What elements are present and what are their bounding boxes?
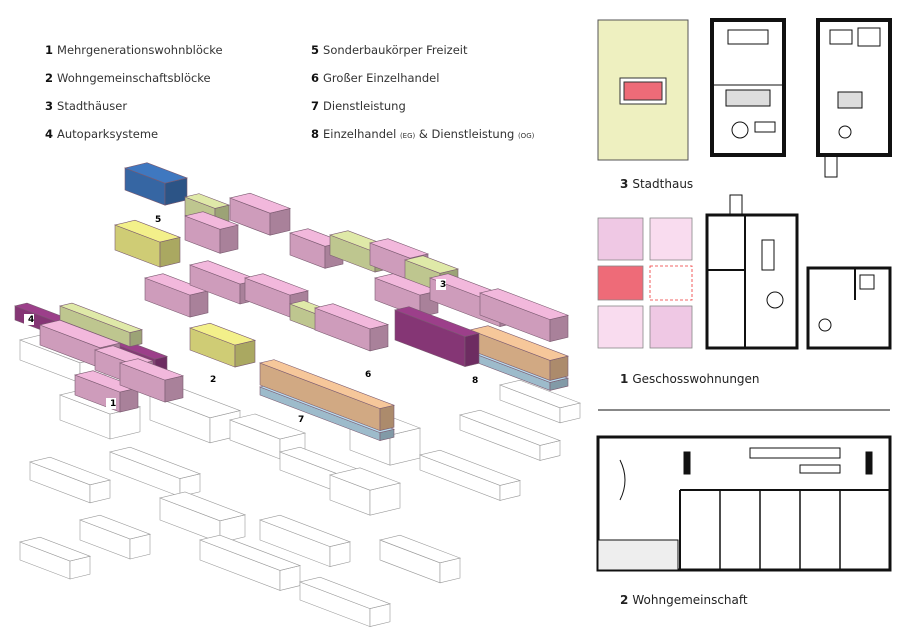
marker-bg <box>468 375 478 386</box>
context-building-top <box>328 467 402 491</box>
block-1-top <box>313 303 390 330</box>
stadthaus-floor-plan-1 <box>710 18 786 157</box>
context-building-top <box>258 514 352 547</box>
marker-bg <box>106 398 116 409</box>
block-marker-8: 8 <box>472 376 478 386</box>
block-4-top <box>393 306 481 337</box>
block-1-top <box>243 273 310 296</box>
block-1-top <box>228 192 292 214</box>
context-building-top <box>418 449 522 486</box>
block-3-row-top <box>58 302 144 333</box>
geschoss-floor-plan-1 <box>705 194 799 350</box>
block-marker-6: 6 <box>365 370 371 380</box>
context-building-top <box>198 534 302 571</box>
block-5-top <box>123 162 189 184</box>
block-6-top <box>258 359 396 409</box>
axonometric-blocks <box>13 162 570 442</box>
marker-bg <box>206 374 216 385</box>
marker-bg <box>361 369 371 380</box>
block-2-top <box>113 219 182 243</box>
block-2-side <box>159 236 181 268</box>
marker-bg <box>436 279 446 290</box>
marker-bg <box>294 414 304 425</box>
block-1-top <box>183 211 240 230</box>
context-building-top <box>158 491 247 522</box>
stadthaus-site-plan <box>597 19 689 161</box>
wg-floor-plan <box>596 409 892 572</box>
block-1-top <box>118 358 185 381</box>
block-marker-5: 5 <box>155 215 161 225</box>
context-building-top <box>298 576 392 609</box>
marker-bg <box>151 214 161 225</box>
block-marker-3: 3 <box>440 280 446 290</box>
block-1-top <box>478 288 570 320</box>
stadthaus-footprint <box>623 81 663 101</box>
context-building-top <box>228 413 307 440</box>
block-1-side <box>219 224 239 254</box>
context-building-top <box>458 409 562 446</box>
block-marker-7: 7 <box>298 415 304 425</box>
geschoss-site-plan <box>597 217 693 349</box>
block-marker-2: 2 <box>210 375 216 385</box>
context-building-top <box>378 534 462 564</box>
block-1-top <box>38 319 122 349</box>
marker-bg <box>24 314 34 325</box>
context-buildings <box>18 333 582 628</box>
stadthaus-floor-plan-2 <box>816 18 892 178</box>
block-1-top <box>368 238 430 259</box>
block-3-row-top <box>183 193 231 209</box>
block-marker-4: 4 <box>28 315 34 325</box>
block-8-top <box>468 325 570 361</box>
context-building-top <box>18 536 92 562</box>
block-2-top <box>188 322 257 346</box>
geschoss-floor-plan-2 <box>806 266 892 350</box>
block-6-side <box>379 404 395 431</box>
block-markers: 1 2 3 4 5 6 7 8 <box>24 214 478 425</box>
block-4-side <box>464 332 480 367</box>
context-building-top <box>108 446 202 479</box>
block-3-row-top <box>403 255 460 274</box>
context-building-top <box>28 456 112 486</box>
context-building-top <box>78 514 152 540</box>
context-building-top <box>498 379 582 409</box>
block-marker-1: 1 <box>110 399 116 409</box>
